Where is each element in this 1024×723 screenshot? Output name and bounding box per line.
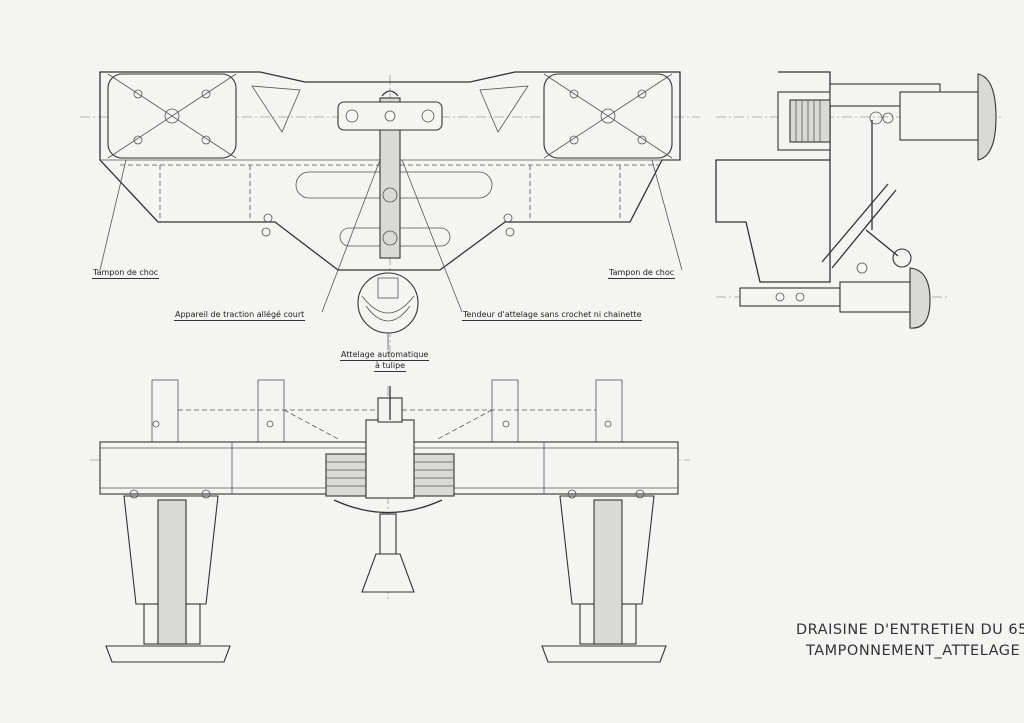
front-elevation-view [80, 71, 700, 360]
label-coupling-tensioner: Tendeur d'attelage sans crochet ni chain… [462, 310, 643, 321]
label-coupling-tulip: à tulipe [374, 361, 407, 372]
label-automatic-coupling: Attelage automatique [340, 350, 430, 361]
drawing-title: DRAISINE D'ENTRETIEN DU 65 [796, 622, 1024, 638]
label-buffer-left: Tampon de choc [92, 268, 160, 279]
right-buffer-head [541, 645, 667, 663]
drawing-subtitle: TAMPONNEMENT_ATTELAGE [806, 643, 1021, 659]
coupling-tulip [361, 553, 415, 593]
plan-view [90, 379, 690, 663]
label-buffer-right: Tampon de choc [608, 268, 676, 279]
coupling-head [357, 272, 419, 334]
left-buffer-head [105, 645, 231, 663]
label-traction-device: Appareil de traction allégé court [174, 310, 306, 321]
side-view [715, 71, 1004, 329]
